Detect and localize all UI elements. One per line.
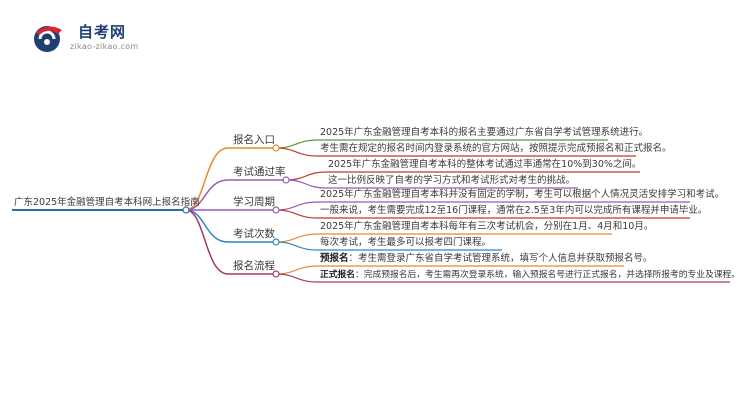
leaf-bold-term: 预报名 xyxy=(320,253,349,264)
branch-label-study-period: 学习周期 xyxy=(233,196,275,208)
leaf-text: ：考生需登录广东省自学考试管理系统，填写个人信息并获取预报名号。 xyxy=(348,253,653,264)
leaf-text: 2025年广东金融管理自考本科并没有固定的学制，考生可以根据个人情况灵活安排学习… xyxy=(320,189,725,200)
branch-label-exam-count: 考试次数 xyxy=(233,228,275,240)
logo-mark-icon xyxy=(34,26,62,52)
branch-label-registration-entry: 报名入口 xyxy=(233,134,275,146)
root-node-label: 广东2025年金融管理自考本科网上报名指南 xyxy=(14,197,200,208)
leaf-formal-registration: 正式报名：完成预报名后，考生需再次登录系统，输入预报名号进行正式报名，并选择所报… xyxy=(320,269,740,281)
leaf-pre-registration: 预报名：考生需登录广东省自学考试管理系统，填写个人信息并获取预报名号。 xyxy=(320,253,653,265)
leaf-text: 每次考试，考生最多可以报考四门课程。 xyxy=(320,237,492,248)
branch-label-registration-process: 报名流程 xyxy=(233,260,275,272)
site-logo[interactable]: 自考网 zikao-zikao.com xyxy=(30,20,140,56)
leaf-text: ：完成预报名后，考生需再次登录系统，输入预报名号进行正式报名，并选择所报考的专业… xyxy=(355,270,740,280)
leaf-text: 这一比例反映了自考的学习方式和考试形式对考生的挑战。 xyxy=(328,175,576,186)
leaf-bold-term: 正式报名 xyxy=(320,270,355,280)
link-root-branch2 xyxy=(185,179,229,211)
logo-domain: zikao-zikao.com xyxy=(70,42,139,51)
link-root-branch4 xyxy=(185,209,229,243)
leaf-text: 一般来说，考生需要完成12至16门课程，通常在2.5至3年内可以完成所有课程并申… xyxy=(320,205,708,216)
leaf-text: 考生需在规定的报名时间内登录系统的官方网站，按照提示完成预报名和正式报名。 xyxy=(320,143,672,154)
logo-name: 自考网 xyxy=(78,23,127,41)
leaf-text: 2025年广东金融管理自考本科每年有三次考试机会，分别在1月、4月和10月。 xyxy=(320,221,654,232)
branch-label-pass-rate: 考试通过率 xyxy=(233,166,286,178)
link-root-branch5 xyxy=(185,209,229,275)
leaf-text: 2025年广东金融管理自考本科的整体考试通过率通常在10%到30%之间。 xyxy=(328,159,642,170)
leaf-text: 2025年广东金融管理自考本科的报名主要通过广东省自学考试管理系统进行。 xyxy=(320,127,649,138)
link-root-branch1 xyxy=(185,147,229,211)
